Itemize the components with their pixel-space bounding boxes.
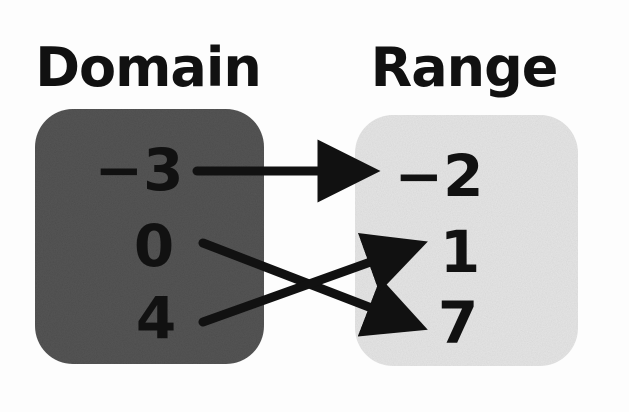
domain-value-minus-3: −3: [95, 136, 184, 204]
range-value-7: 7: [438, 289, 478, 357]
domain-title: Domain: [35, 36, 261, 99]
range-value-1: 1: [440, 218, 480, 286]
mapping-arrow-4-to-1: [198, 233, 428, 327]
range-value-minus-2: −2: [395, 142, 484, 210]
range-title: Range: [371, 36, 558, 99]
domain-value-4: 4: [136, 284, 176, 352]
domain-value-0: 0: [134, 212, 174, 280]
